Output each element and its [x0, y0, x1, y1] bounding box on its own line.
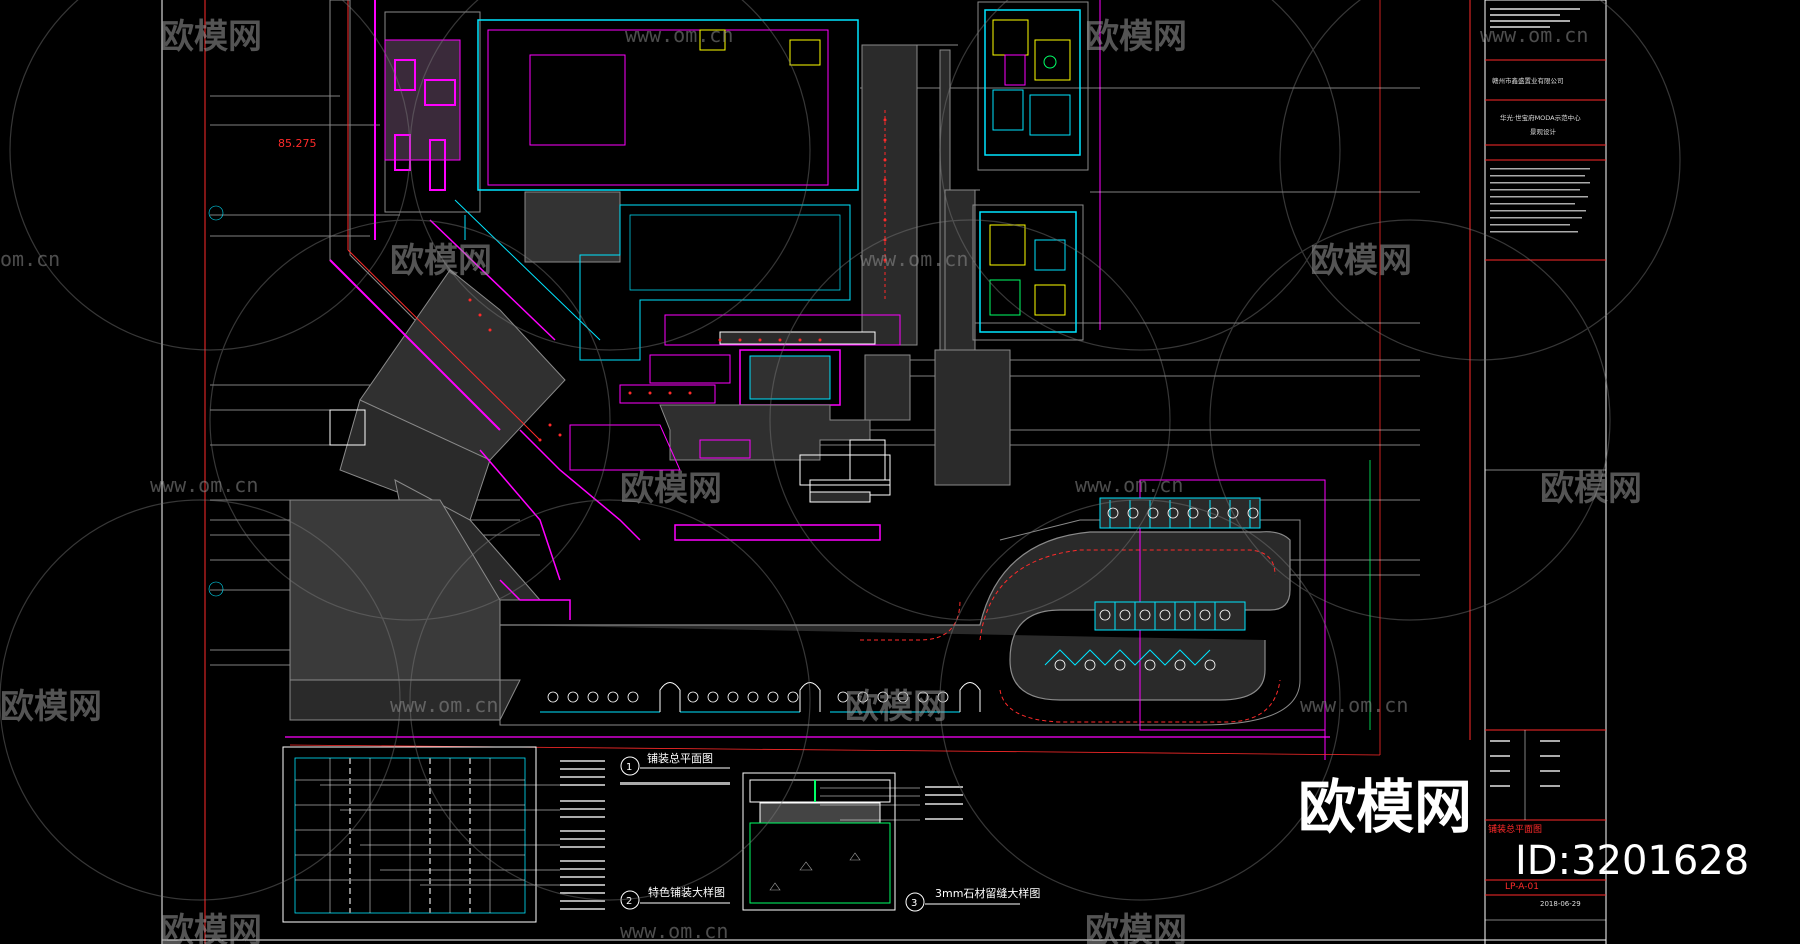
watermark-brand: 欧模网 [390, 241, 492, 281]
detail-3-label: 3mm石材留缝大样图 [935, 886, 1040, 900]
title-block-project-line2: 景观设计 [1530, 127, 1557, 136]
title-block-drawing-name: 铺装总平面图 [1488, 823, 1542, 835]
parking-stalls [540, 497, 1261, 713]
watermark-brand: 欧模网 [160, 911, 262, 944]
watermark-brand: 欧模网 [1085, 17, 1187, 57]
detail-2-label: 特色铺装大样图 [648, 885, 725, 899]
watermark-brand: 欧模网 [1540, 469, 1642, 509]
watermark-url: www.om.cn [150, 473, 258, 497]
watermark-brand: 欧模网 [1310, 241, 1412, 281]
watermark-brand: 欧模网 [620, 469, 722, 509]
watermark-url: www.om.cn [620, 919, 728, 943]
detail-2-paving-pattern [282, 746, 605, 923]
watermark-url: www.om.cn [1480, 23, 1588, 47]
detail-1-label: 铺装总平面图 [647, 751, 713, 765]
watermark-brand: 欧模网 [845, 687, 947, 727]
detail-2-number: 2 [626, 896, 632, 907]
watermark-url: www.om.cn [625, 23, 733, 47]
watermark-url: www.om.cn [390, 693, 498, 717]
site-plan [285, 0, 1381, 760]
watermark-stamp-title: 欧模网 [1297, 773, 1472, 841]
title-block: 赣州市鑫盛置业有限公司 华光·世宝府MODA示范中心 景观设计 铺装总平面图 L… [1484, 0, 1607, 941]
elevation-mark: 85.275 [278, 137, 317, 150]
watermark-brand: 欧模网 [1085, 911, 1187, 944]
detail-1-title: 1 铺装总平面图 [620, 751, 730, 785]
title-block-date: 2018-06-29 [1540, 900, 1581, 908]
watermark-url-partial: om.cn [0, 247, 60, 271]
watermark-url: www.om.cn [1075, 473, 1183, 497]
detail-3-stone-joint: 3 3mm石材留缝大样图 [742, 772, 1040, 912]
watermark-brand: 欧模网 [0, 687, 102, 727]
watermark-url: www.om.cn [1300, 693, 1408, 717]
detail-2-title: 2 特色铺装大样图 [620, 885, 730, 910]
detail-1-number: 1 [626, 762, 632, 773]
title-block-drawing-no: LP-A-01 [1505, 882, 1539, 892]
detail-3-number: 3 [911, 898, 917, 909]
watermarks: 欧模网 欧模网 欧模网 欧模网 欧模网 欧模网 欧模网 欧模网 欧模网 欧模网 … [0, 0, 1681, 944]
title-block-client: 赣州市鑫盛置业有限公司 [1492, 76, 1564, 85]
watermark-brand: 欧模网 [160, 17, 262, 57]
watermark-stamp-id: ID:3201628 [1515, 838, 1750, 884]
title-block-project-line1: 华光·世宝府MODA示范中心 [1500, 113, 1581, 122]
watermark-url: www.om.cn [860, 247, 968, 271]
